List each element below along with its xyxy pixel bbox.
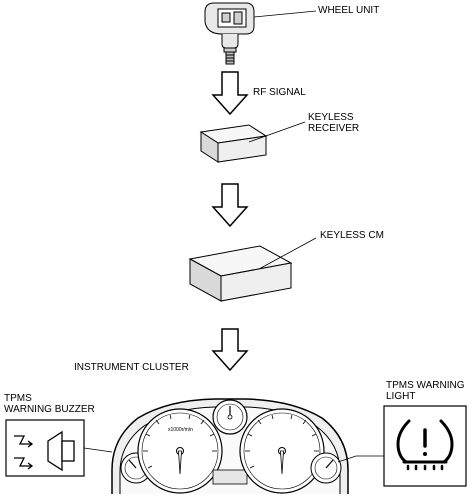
wheel-unit-icon — [204, 2, 255, 65]
tpms-buzzer-label-line2: WARNING BUZZER — [4, 404, 95, 415]
buzzer-leader — [83, 447, 113, 453]
down-arrow-1 — [211, 71, 249, 116]
keyless-receiver-label-line1: KEYLESS — [308, 112, 354, 123]
keyless-cm-label: KEYLESS CM — [320, 230, 384, 241]
tachometer-ticks — [143, 414, 217, 469]
down-arrow-3 — [211, 328, 249, 372]
keyless-cm-leader — [258, 237, 317, 270]
wheel-unit-leader — [253, 10, 317, 18]
rf-signal-label: RF SIGNAL — [253, 87, 306, 98]
speedo-unit-label: x1000r/min — [168, 427, 193, 433]
warning-light-leader — [337, 455, 384, 463]
wheel-unit-label: WHEEL UNIT — [318, 5, 380, 16]
keyless-receiver-leader — [248, 121, 306, 143]
keyless-receiver-label: KEYLESS RECEIVER — [308, 112, 359, 134]
tpms-buzzer-label-line1: TPMS — [4, 393, 32, 404]
buzzer-icon — [14, 430, 75, 472]
tire-pressure-warning-icon — [396, 419, 454, 471]
keyless-cm-box — [188, 245, 293, 302]
down-arrow-2 — [211, 183, 249, 228]
tpms-light-label-line2: LIGHT — [386, 391, 416, 402]
instrument-cluster-label: INSTRUMENT CLUSTER — [74, 362, 189, 373]
instrument-cluster-icon — [111, 398, 349, 494]
keyless-receiver-box — [199, 124, 268, 163]
keyless-receiver-label-line2: RECEIVER — [308, 123, 360, 134]
tpms-warning-light-box — [383, 405, 467, 487]
tpms-warning-light-label: TPMS WARNING LIGHT — [386, 380, 465, 402]
tpms-warning-buzzer-label: TPMS WARNING BUZZER — [4, 393, 95, 415]
tpms-light-label-line1: TPMS WARNING — [386, 380, 465, 391]
tpms-warning-buzzer-box — [5, 419, 85, 477]
speedometer-ticks — [245, 414, 319, 469]
